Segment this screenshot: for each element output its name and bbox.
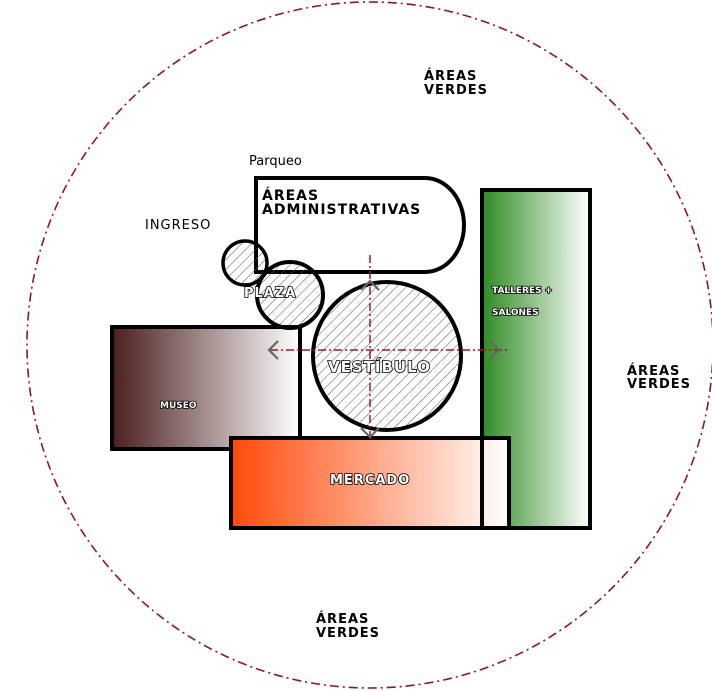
site-boundary	[26, 1, 712, 689]
arrow-up-icon	[360, 279, 380, 291]
market-zone	[229, 436, 511, 530]
arrow-down-icon	[360, 427, 380, 439]
workshops-label: TALLERES +SALONES	[492, 286, 552, 318]
vestibule-circle	[311, 280, 463, 432]
plaza-label: PLAZA	[244, 286, 296, 301]
plaza-circle	[255, 260, 325, 330]
museum-label: MUSEO	[160, 401, 197, 411]
arrow-left-icon	[267, 340, 279, 360]
admin-zone	[254, 176, 466, 274]
vestibule-label: VESTÍBULO	[328, 357, 431, 376]
parking-label: Parqueo	[249, 154, 302, 169]
market-label: MERCADO	[330, 473, 410, 488]
museum-zone	[110, 325, 302, 451]
entrance-circle	[221, 239, 269, 287]
entrance-label: INGRESO	[145, 218, 211, 233]
arrow-right-icon	[489, 340, 501, 360]
